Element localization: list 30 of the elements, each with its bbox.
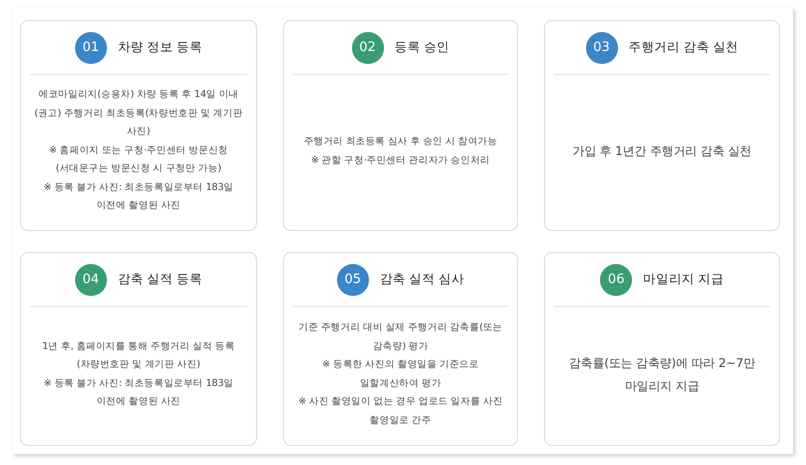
number-badge: 01: [74, 32, 107, 64]
step-title: 차량 정보 등록: [118, 39, 202, 56]
note-text: ※ 홈페이지 또는 구청·주민센터 방문신청 (서대문구는 방문신청 시 구청만 가능): [48, 144, 229, 176]
note-text: ※ 등록한 사진의 촬영일을 기준으로 일할계산하여 평가: [321, 358, 480, 390]
number-badge: 03: [586, 32, 618, 64]
step-description: 기준 주행거리 대비 실제 주행거리 감축률(또는 감축량) 평가: [298, 321, 504, 354]
note-text: ※ 등록 불가 사진: 최초등록일로부터 183일 이전에 촬영된 사진: [42, 376, 234, 409]
step-card: [544, 20, 780, 231]
step-card: [283, 252, 518, 446]
step-description: 에코마일리지(승용차) 차량 등록 후 14일 이내 (권고) 주행거리 최초등록(차량번호판 및 계기판 사진): [33, 88, 244, 140]
step-title: 등록 승인: [394, 39, 450, 56]
step-description: 감축률(또는 감축량)에 따라 2~7만 마일리지 지급: [568, 354, 756, 394]
step-title: 마일리지 지급: [643, 271, 724, 288]
step-description: 1년 후, 홈페이지를 통해 주행거리 실적 등록 (차량번호판 및 계기판 사진): [41, 340, 236, 372]
step-title: 감축 실적 심사: [380, 271, 464, 288]
step-title: 감축 실적 등록: [118, 271, 202, 288]
step-description: 가입 후 1년간 주행거리 감축 실천: [572, 142, 752, 160]
step-card: [20, 20, 257, 231]
number-badge: 04: [74, 264, 107, 296]
note-text: ※ 등록 불가 사진: 최초등록일로부터 183일 이전에 촬영된 사진: [42, 180, 234, 214]
step-card: [283, 20, 518, 231]
note-text: ※ 관할 구청·주민센터 관리자가 승인처리: [310, 154, 491, 168]
step-card: [20, 252, 257, 446]
step-card: [544, 252, 780, 446]
number-badge: 02: [352, 32, 384, 64]
step-title: 주행거리 감축 실천: [628, 39, 738, 56]
number-badge: 06: [600, 264, 632, 296]
step-description: 주행거리 최초등록 심사 후 승인 시 참여가능: [302, 135, 498, 149]
note-text: ※ 사진 촬영일이 없는 경우 업로드 일자를 사진 촬영일로 간주: [297, 395, 504, 428]
number-badge: 05: [336, 264, 369, 296]
